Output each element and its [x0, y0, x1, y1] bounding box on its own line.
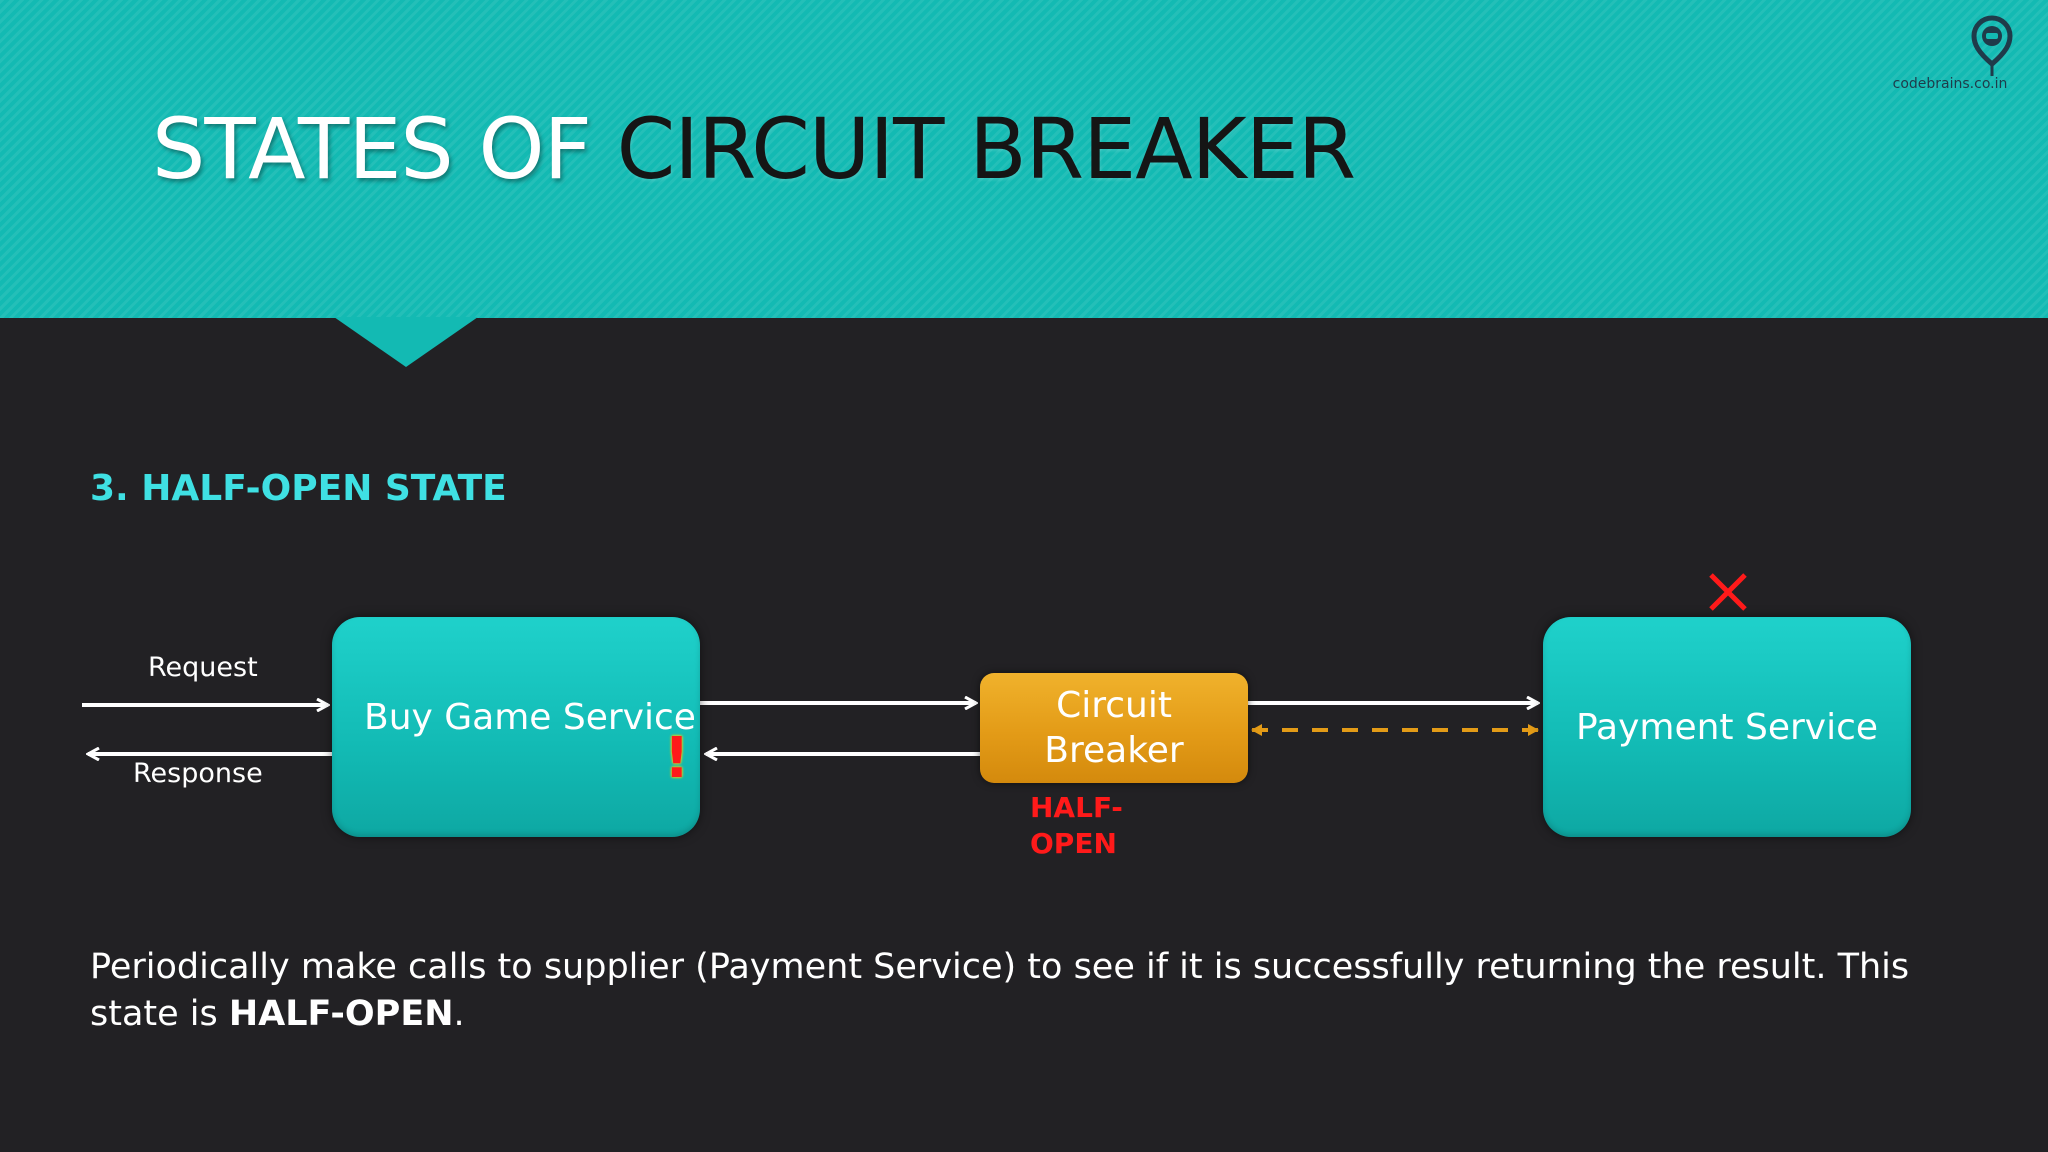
- state-label-line2: OPEN: [1030, 827, 1117, 860]
- circuit-breaker-label-line1: Circuit: [1056, 685, 1172, 726]
- page-title: STATES OF CIRCUIT BREAKER: [152, 100, 1357, 198]
- buy-game-service-box: Buy Game Service: [332, 617, 700, 837]
- header-notch: [334, 317, 478, 367]
- request-label: Request: [148, 652, 258, 683]
- title-light-part: STATES OF: [152, 100, 617, 198]
- circuit-breaker-box: Circuit Breaker: [980, 673, 1248, 783]
- description-emphasis: HALF-OPEN: [228, 994, 454, 1034]
- payment-service-box: Payment Service: [1543, 617, 1911, 837]
- logo-text: codebrains.co.in: [1892, 76, 2008, 92]
- response-label: Response: [133, 758, 263, 789]
- buy-game-service-label: Buy Game Service: [364, 697, 696, 738]
- section-heading: 3. HALF-OPEN STATE: [90, 468, 507, 509]
- exclamation-icon: !: [664, 726, 690, 791]
- payment-service-label: Payment Service: [1575, 706, 1879, 748]
- title-dark-part: CIRCUIT BREAKER: [616, 100, 1357, 198]
- codebrains-pin-logo-icon: [1971, 15, 2013, 76]
- description-text: Periodically make calls to supplier (Pay…: [90, 944, 1970, 1038]
- state-label-line1: HALF-: [1030, 791, 1123, 824]
- half-open-state-label: HALF- OPEN: [1030, 790, 1123, 862]
- description-end: .: [453, 994, 465, 1034]
- red-x-icon: [1709, 573, 1747, 611]
- header-banner: [0, 0, 2048, 318]
- description-body: Periodically make calls to supplier (Pay…: [90, 947, 1910, 1034]
- circuit-breaker-label-line2: Breaker: [1044, 730, 1184, 771]
